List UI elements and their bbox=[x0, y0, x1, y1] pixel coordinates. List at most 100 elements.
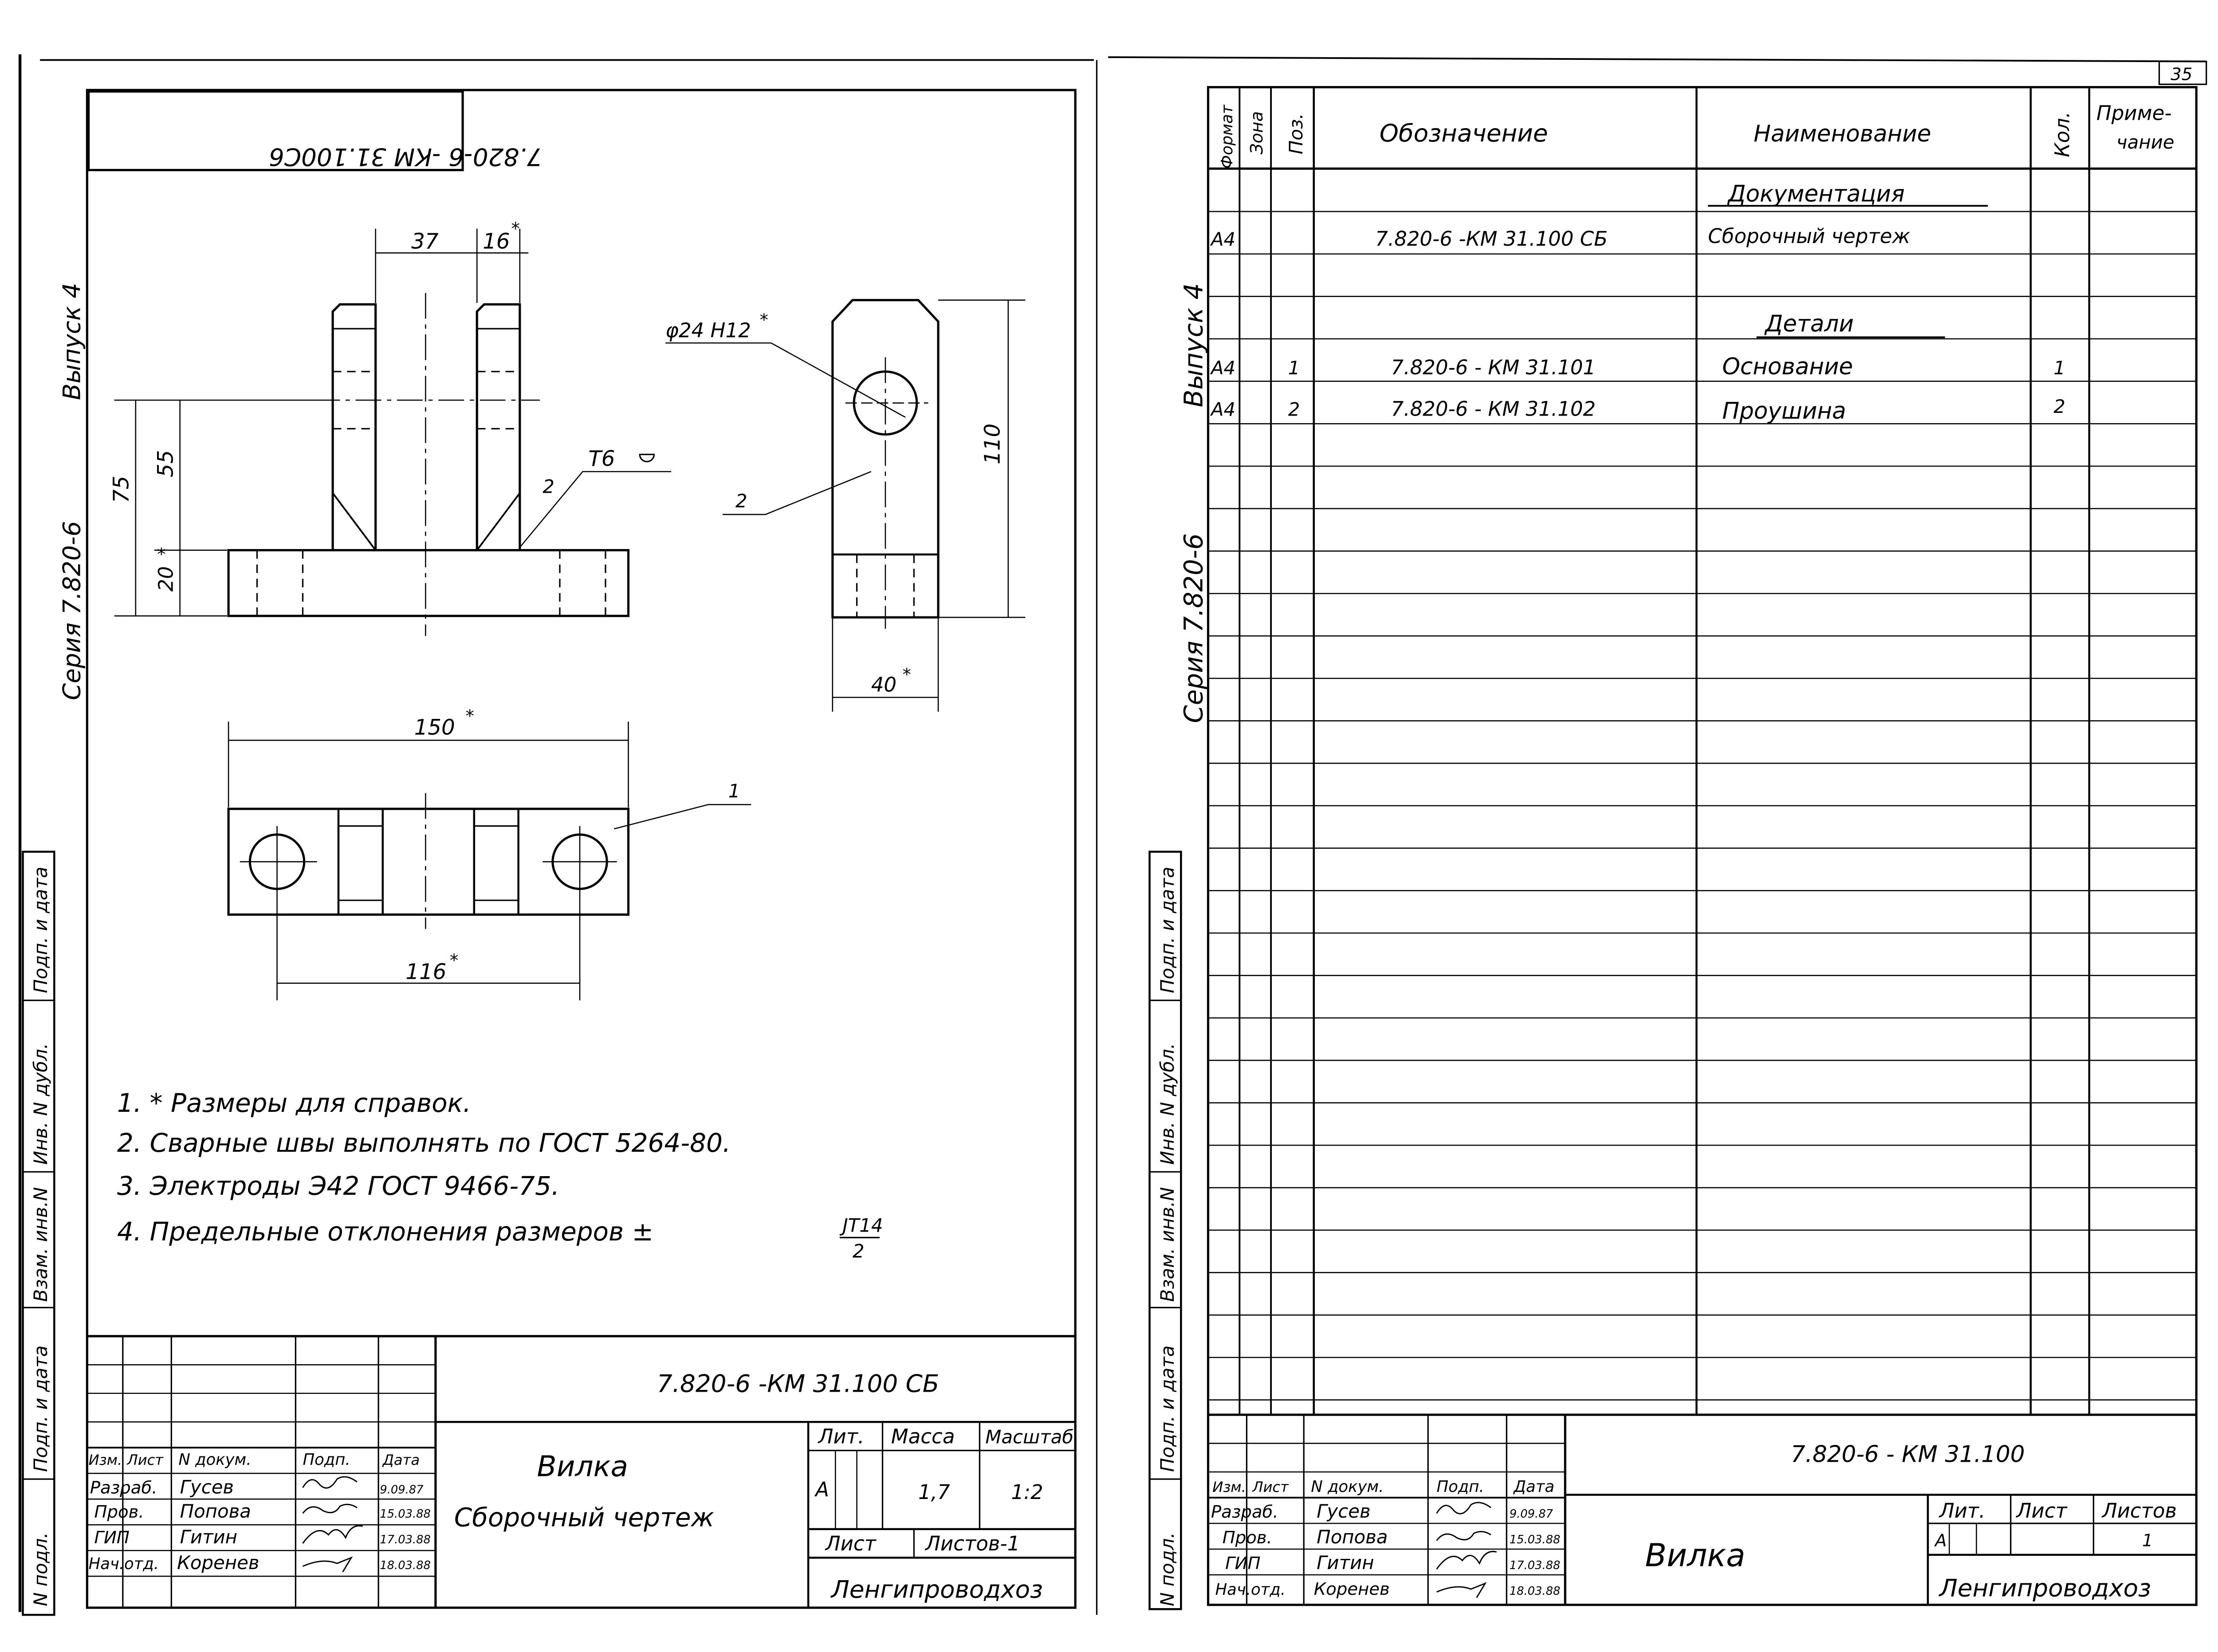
note-2: 2. Сварные швы выполнять по ГОСТ 5264-80… bbox=[117, 1128, 731, 1158]
left-name-2: Попова bbox=[180, 1500, 251, 1522]
r-margin-label-1: Подп. и дата bbox=[1156, 867, 1178, 993]
front-view bbox=[227, 293, 630, 636]
row1-designation: 7.820-6 -КМ 31.100 СБ bbox=[1375, 227, 1608, 251]
left-scale-head: Масштаб bbox=[985, 1426, 1074, 1448]
dim-150-star: * bbox=[465, 706, 474, 726]
right-date-4: 18.03.88 bbox=[1510, 1585, 1561, 1598]
right-name-1: Гусев bbox=[1317, 1500, 1370, 1522]
side-issue-right: Выпуск 4 bbox=[1179, 283, 1209, 407]
right-role-3: ГИП bbox=[1225, 1554, 1260, 1574]
left-mass-head: Масса bbox=[891, 1425, 955, 1448]
left-scale: 1:2 bbox=[1011, 1480, 1043, 1504]
right-sheets-head: Листов bbox=[2101, 1499, 2177, 1523]
top-view bbox=[227, 722, 751, 1001]
row2-designation: 7.820-6 - КМ 31.101 bbox=[1391, 356, 1596, 379]
left-role-4: Нач.отд. bbox=[89, 1555, 159, 1573]
left-date-2: 15.03.88 bbox=[380, 1507, 431, 1521]
right-head-doc: N докум. bbox=[1311, 1478, 1384, 1496]
right-lit-head: Лит. bbox=[1939, 1499, 1986, 1523]
left-head-date: Дата bbox=[382, 1452, 420, 1468]
right-name-4: Коренев bbox=[1314, 1579, 1390, 1599]
row3-format: А4 bbox=[1210, 399, 1235, 420]
right-role-2: Пров. bbox=[1223, 1528, 1272, 1548]
row2-name: Основание bbox=[1722, 353, 1853, 380]
side-pos-2: 2 bbox=[735, 490, 747, 512]
row2-qty: 1 bbox=[2053, 357, 2065, 379]
left-head-sign: Подп. bbox=[303, 1451, 350, 1469]
left-margin-table: Подп. и дата Инв. N дубл. Взам. инв.N По… bbox=[22, 851, 55, 1616]
dim-110: 110 bbox=[980, 424, 1005, 464]
margin-label-4: Подп. и дата bbox=[30, 1346, 51, 1472]
margin-label-2: Инв. N дубл. bbox=[30, 1043, 51, 1165]
stamp-code: 7.820-6 -КМ 31.100С6 bbox=[269, 143, 542, 171]
hole-diameter: φ24 H12 bbox=[665, 318, 751, 342]
notes: 1. * Размеры для справок. 2. Сварные швы… bbox=[117, 1088, 883, 1262]
right-org: Ленгипроводхоз bbox=[1939, 1574, 2151, 1602]
side-issue-left: Выпуск 4 bbox=[57, 283, 86, 400]
dim-16-star: * bbox=[511, 219, 519, 239]
row3-pos: 2 bbox=[1288, 399, 1300, 420]
side-view bbox=[665, 299, 1026, 712]
left-title-block bbox=[87, 1335, 1076, 1608]
dim-16: 16 bbox=[483, 229, 510, 254]
dim-75: 75 bbox=[109, 476, 134, 503]
right-name-2: Попова bbox=[1317, 1526, 1388, 1548]
left-role-1: Разраб. bbox=[90, 1478, 157, 1498]
weld-pos-2: 2 bbox=[543, 476, 554, 498]
right-date-1: 9.09.87 bbox=[1510, 1507, 1553, 1521]
dim-116: 116 bbox=[405, 959, 446, 984]
head-name: Наименование bbox=[1754, 121, 1931, 147]
right-sheet-head: Лист bbox=[2016, 1499, 2068, 1523]
left-date-1: 9.09.87 bbox=[380, 1483, 424, 1496]
head-zone: Зона bbox=[1247, 111, 1267, 154]
margin-label-1: Подп. и дата bbox=[30, 867, 51, 993]
right-date-3: 17.03.88 bbox=[1510, 1559, 1561, 1572]
dim-37: 37 bbox=[411, 229, 439, 254]
row2-pos: 1 bbox=[1288, 357, 1300, 379]
note-4-tol-num: JT14 bbox=[839, 1215, 883, 1236]
weld-symbol: T6 bbox=[588, 446, 615, 471]
left-role-2: Пров. bbox=[94, 1502, 144, 1522]
right-name-3: Гитин bbox=[1317, 1552, 1374, 1574]
left-head-list: Лист bbox=[127, 1452, 164, 1468]
section-documentation: Документация bbox=[1727, 181, 1905, 207]
r-margin-label-3: Взам. инв.N bbox=[1156, 1187, 1178, 1302]
left-sheet: 7.820-6 -КМ 31.100С6 Выпуск 4 Серия 7.82… bbox=[22, 89, 1077, 1616]
dim-20: 20 bbox=[154, 566, 178, 592]
row3-qty: 2 bbox=[2053, 396, 2065, 417]
weld-triangle-icon bbox=[639, 454, 655, 463]
left-mass: 1,7 bbox=[918, 1480, 950, 1504]
row3-designation: 7.820-6 - КМ 31.102 bbox=[1391, 397, 1596, 421]
margin-label-3: Взам. инв.N bbox=[30, 1187, 51, 1302]
head-pos: Поз. bbox=[1285, 113, 1307, 154]
note-4: 4. Предельные отклонения размеров ± bbox=[117, 1216, 653, 1247]
side-series-right: Серия 7.820-6 bbox=[1179, 534, 1209, 723]
left-name-main: Вилка bbox=[537, 1450, 628, 1483]
right-signatures bbox=[1436, 1502, 1497, 1598]
right-name-main: Вилка bbox=[1645, 1537, 1746, 1574]
dim-55: 55 bbox=[153, 450, 178, 477]
margin-label-5: N подл. bbox=[30, 1532, 51, 1606]
right-head-date: Дата bbox=[1513, 1478, 1554, 1496]
head-note-2: чание bbox=[2116, 131, 2175, 153]
side-series-left: Серия 7.820-6 bbox=[57, 521, 86, 700]
left-name-1: Гусев bbox=[180, 1476, 234, 1498]
r-margin-label-5: N подл. bbox=[1156, 1532, 1178, 1606]
note-3: 3. Электроды Э42 ГОСТ 9466-75. bbox=[117, 1171, 559, 1201]
head-designation: Обозначение bbox=[1380, 119, 1548, 147]
note-4-tol-den: 2 bbox=[853, 1240, 865, 1262]
right-head-izm: Изм. bbox=[1212, 1479, 1246, 1495]
right-lit: А bbox=[1934, 1531, 1947, 1551]
sheet-edges: 35 bbox=[18, 54, 2207, 1615]
section-details: Детали bbox=[1764, 311, 1854, 337]
left-head-doc: N докум. bbox=[178, 1451, 251, 1469]
left-name-4: Коренев bbox=[177, 1552, 259, 1574]
right-date-2: 15.03.88 bbox=[1510, 1533, 1561, 1546]
left-code: 7.820-6 -КМ 31.100 СБ bbox=[657, 1369, 939, 1398]
right-role-4: Нач.отд. bbox=[1215, 1581, 1286, 1599]
left-date-3: 17.03.88 bbox=[380, 1533, 431, 1546]
right-code: 7.820-6 - КМ 31.100 bbox=[1791, 1441, 2025, 1468]
left-signatures bbox=[302, 1476, 363, 1573]
left-lit-head: Лит. bbox=[818, 1425, 865, 1448]
